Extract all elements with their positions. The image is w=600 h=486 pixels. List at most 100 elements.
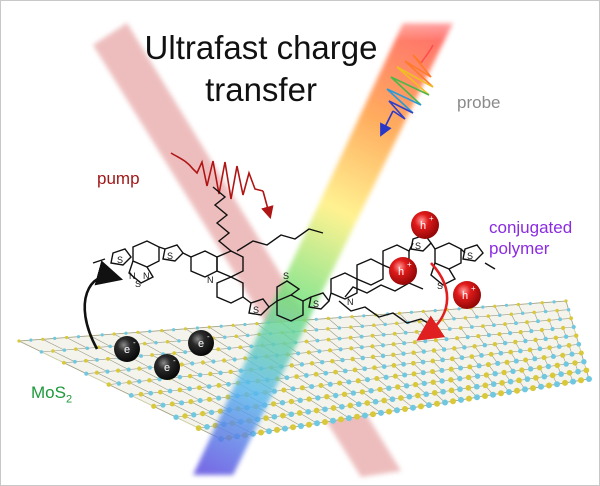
sulfur-atom — [231, 323, 235, 327]
sulfur-atom — [255, 322, 259, 326]
sulfur-atom — [74, 347, 78, 351]
sulfur-atom — [318, 382, 324, 389]
molybdenum-atom — [401, 351, 406, 356]
molybdenum-atom — [323, 370, 329, 376]
sulfur-atom — [540, 301, 544, 305]
molybdenum-atom — [563, 334, 569, 339]
molybdenum-atom — [137, 379, 142, 384]
molybdenum-atom — [179, 400, 185, 406]
sulfur-atom — [514, 387, 520, 394]
sulfur-atom — [330, 405, 337, 411]
sulfur-atom — [553, 335, 559, 341]
molybdenum-atom — [338, 315, 342, 320]
sulfur-atom — [434, 400, 440, 407]
sulfur-atom — [469, 354, 475, 359]
sulfur-atom — [177, 387, 183, 393]
sulfur-atom — [17, 339, 21, 343]
molybdenum-atom — [394, 407, 400, 414]
polymer-label-line-1: conjugated — [489, 218, 573, 237]
molybdenum-atom — [340, 357, 345, 363]
molybdenum-atom — [532, 356, 538, 362]
molybdenum-atom — [322, 406, 328, 413]
molybdenum-atom — [100, 333, 104, 337]
molybdenum-atom — [232, 357, 237, 362]
molybdenum-atom — [249, 344, 254, 349]
molybdenum-atom — [406, 393, 413, 400]
molybdenum-atom — [490, 381, 497, 387]
molybdenum-atom — [116, 381, 122, 386]
molybdenum-atom — [339, 403, 345, 410]
molybdenum-atom — [402, 372, 408, 378]
molybdenum-atom — [570, 378, 576, 385]
sulfur-atom — [41, 337, 45, 341]
sulfur-atom — [299, 385, 305, 391]
sulfur-atom — [530, 385, 536, 392]
sulfur-atom — [509, 312, 514, 317]
sulfur-atom — [488, 351, 494, 357]
molybdenum-atom — [486, 333, 491, 338]
sulfur-atom — [436, 327, 441, 332]
molybdenum-atom — [223, 335, 227, 339]
molybdenum-atom — [381, 364, 387, 369]
sulfur-atom — [467, 364, 473, 370]
molybdenum-atom — [447, 327, 452, 331]
molybdenum-atom — [518, 348, 523, 354]
molybdenum-atom — [507, 378, 514, 385]
sulfur-atom — [516, 377, 522, 384]
sulfur-atom — [533, 337, 538, 343]
molybdenum-atom — [552, 300, 556, 304]
molybdenum-atom — [459, 355, 465, 361]
sulfur-atom — [370, 411, 376, 418]
sulfur-atom — [449, 356, 455, 362]
molybdenum-atom — [457, 375, 463, 382]
molybdenum-atom — [76, 335, 81, 339]
sulfur-atom — [498, 390, 504, 397]
sulfur-atom — [370, 354, 376, 360]
molybdenum-atom — [458, 396, 464, 403]
sulfur-atom — [150, 353, 155, 357]
mos2-label-subscript: 2 — [65, 393, 73, 406]
sulfur-atom — [238, 345, 243, 350]
sulfur-atom — [296, 410, 303, 416]
molybdenum-atom — [576, 341, 582, 347]
sulfur-atom — [549, 372, 556, 379]
sulfur-atom — [463, 316, 468, 320]
electrons: e - e - e - — [114, 330, 214, 380]
molybdenum-atom — [126, 367, 131, 372]
sulfur-atom — [151, 403, 157, 409]
molybdenum-atom — [208, 409, 215, 416]
molybdenum-atom — [271, 413, 278, 420]
electron: e - — [188, 330, 214, 356]
molybdenum-atom — [314, 317, 318, 321]
sulfur-atom — [472, 344, 477, 349]
sulfur-atom — [355, 378, 361, 384]
sulfur-atom — [206, 396, 212, 402]
sulfur-atom — [430, 358, 436, 364]
molybdenum-atom — [304, 373, 309, 378]
molybdenum-atom — [350, 390, 357, 396]
molybdenum-atom — [403, 383, 410, 389]
molybdenum-atom — [187, 386, 192, 392]
svg-text:N: N — [207, 275, 214, 285]
molybdenum-atom — [362, 366, 368, 372]
sulfur-atom — [196, 385, 202, 391]
molybdenum-atom — [421, 380, 427, 387]
molybdenum-atom — [62, 348, 67, 352]
molybdenum-atom — [296, 351, 301, 356]
sulfur-atom — [482, 382, 489, 389]
sulfur-atom — [341, 391, 348, 397]
sulfur-atom — [338, 416, 344, 423]
molybdenum-atom — [536, 319, 540, 324]
molybdenum-atom — [479, 353, 484, 358]
molybdenum-atom — [282, 425, 288, 432]
svg-text:e: e — [124, 344, 130, 356]
svg-text:N: N — [129, 271, 136, 281]
sulfur-atom — [169, 401, 175, 407]
molybdenum-atom — [386, 385, 392, 391]
sulfur-atom — [207, 325, 211, 329]
molybdenum-atom — [29, 338, 33, 342]
molybdenum-atom — [359, 334, 364, 339]
molybdenum-atom — [475, 315, 479, 319]
sulfur-atom — [147, 378, 152, 383]
molybdenum-atom — [440, 357, 445, 363]
